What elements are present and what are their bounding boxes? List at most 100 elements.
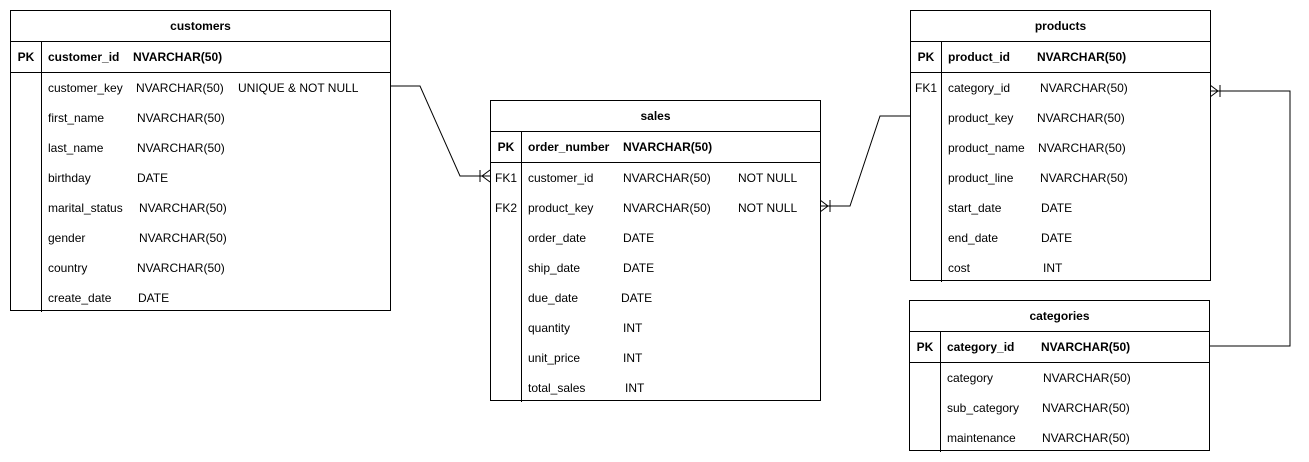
column-type: NVARCHAR(50): [137, 111, 225, 125]
column-type: DATE: [1041, 201, 1073, 215]
column-name: end_date: [948, 231, 999, 245]
table-sales[interactable]: sales PK order_number NVARCHAR(50) FK1 c…: [490, 100, 821, 403]
column-name: last_name: [48, 141, 104, 155]
column-name: product_name: [948, 141, 1025, 155]
pk-row[interactable]: PK product_id NVARCHAR(50): [911, 42, 1210, 73]
column-row[interactable]: product_name NVARCHAR(50): [911, 133, 1210, 163]
pk-label: PK: [917, 50, 935, 64]
column-type: DATE: [623, 231, 655, 245]
column-type: NVARCHAR(50): [1042, 401, 1130, 415]
column-row[interactable]: FK1 customer_id NVARCHAR(50) NOT NULL: [491, 163, 820, 193]
column-row[interactable]: customer_key NVARCHAR(50) UNIQUE & NOT N…: [11, 73, 390, 103]
fk-label: FK1: [914, 81, 937, 95]
column-type: DATE: [137, 171, 169, 185]
column-name: quantity: [528, 321, 571, 335]
rel-customers-sales: [390, 85, 490, 177]
table-categories[interactable]: categories PK category_id NVARCHAR(50) c…: [909, 300, 1210, 453]
column-row[interactable]: birthday DATE: [11, 163, 390, 193]
fk-label: FK2: [494, 201, 517, 215]
table-title: products: [911, 11, 1210, 42]
column-name: category_id: [947, 340, 1015, 354]
column-name: birthday: [48, 171, 91, 185]
column-type: NVARCHAR(50): [1040, 171, 1128, 185]
column-row[interactable]: end_date DATE: [911, 223, 1210, 253]
pk-label: PK: [17, 50, 35, 64]
column-name: create_date: [48, 291, 112, 305]
table-customers[interactable]: customers PK customer_id NVARCHAR(50) cu…: [10, 10, 391, 313]
column-type: NVARCHAR(50): [1041, 340, 1131, 354]
column-row[interactable]: order_date DATE: [491, 223, 820, 253]
column-type: NVARCHAR(50): [623, 140, 713, 154]
column-type: NVARCHAR(50): [1043, 371, 1131, 385]
column-name: category: [947, 371, 994, 385]
pk-label: PK: [497, 140, 515, 154]
column-name: customer_id: [528, 171, 594, 185]
column-name: first_name: [48, 111, 105, 125]
column-name: product_key: [948, 111, 1014, 125]
table-products[interactable]: products PK product_id NVARCHAR(50) FK1 …: [910, 10, 1211, 283]
column-row[interactable]: product_line NVARCHAR(50): [911, 163, 1210, 193]
column-type: NVARCHAR(50): [1037, 50, 1127, 64]
pk-row[interactable]: PK customer_id NVARCHAR(50): [11, 42, 390, 73]
column-type: INT: [623, 351, 643, 365]
column-row[interactable]: due_date DATE: [491, 283, 820, 313]
column-row[interactable]: gender NVARCHAR(50): [11, 223, 390, 253]
fk-label: FK1: [494, 171, 517, 185]
column-name: maintenance: [947, 431, 1016, 445]
column-row[interactable]: create_date DATE: [11, 283, 390, 313]
column-row[interactable]: marital_status NVARCHAR(50): [11, 193, 390, 223]
column-type: NVARCHAR(50): [139, 201, 227, 215]
column-type: NVARCHAR(50): [1038, 141, 1126, 155]
column-type: NVARCHAR(50): [136, 81, 224, 95]
pk-row[interactable]: PK order_number NVARCHAR(50): [491, 132, 820, 163]
column-name: cost: [948, 261, 971, 275]
column-type: NVARCHAR(50): [1042, 431, 1130, 445]
column-type: NVARCHAR(50): [137, 261, 225, 275]
column-row[interactable]: quantity INT: [491, 313, 820, 343]
column-name: sub_category: [947, 401, 1020, 415]
column-row[interactable]: category NVARCHAR(50): [910, 363, 1209, 393]
column-row[interactable]: country NVARCHAR(50): [11, 253, 390, 283]
column-name: country: [48, 261, 88, 275]
column-row[interactable]: total_sales INT: [491, 373, 820, 403]
column-constraint: UNIQUE & NOT NULL: [238, 81, 359, 95]
column-row[interactable]: FK1 category_id NVARCHAR(50): [911, 73, 1210, 103]
column-constraint: NOT NULL: [738, 201, 798, 215]
column-name: marital_status: [48, 201, 123, 215]
pk-label: PK: [916, 340, 934, 354]
column-name: customer_id: [48, 50, 120, 64]
column-row[interactable]: cost INT: [911, 253, 1210, 283]
column-name: order_date: [528, 231, 587, 245]
column-row[interactable]: ship_date DATE: [491, 253, 820, 283]
column-type: NVARCHAR(50): [133, 50, 223, 64]
column-type: DATE: [621, 291, 653, 305]
column-row[interactable]: first_name NVARCHAR(50): [11, 103, 390, 133]
column-type: NVARCHAR(50): [623, 171, 711, 185]
crowfoot-products-category-id: [1209, 84, 1221, 98]
column-type: DATE: [138, 291, 170, 305]
rel-categories-products: [1210, 90, 1291, 347]
table-title: categories: [910, 301, 1209, 332]
column-type: NVARCHAR(50): [623, 201, 711, 215]
column-row[interactable]: unit_price INT: [491, 343, 820, 373]
column-name: ship_date: [528, 261, 581, 275]
table-title: customers: [11, 11, 390, 42]
column-row[interactable]: sub_category NVARCHAR(50): [910, 393, 1209, 423]
column-type: NVARCHAR(50): [137, 141, 225, 155]
column-name: due_date: [528, 291, 579, 305]
column-type: NVARCHAR(50): [1040, 81, 1128, 95]
column-row[interactable]: maintenance NVARCHAR(50): [910, 423, 1209, 453]
column-name: product_line: [948, 171, 1014, 185]
column-constraint: NOT NULL: [738, 171, 798, 185]
column-type: INT: [623, 321, 643, 335]
column-row[interactable]: FK2 product_key NVARCHAR(50) NOT NULL: [491, 193, 820, 223]
column-row[interactable]: last_name NVARCHAR(50): [11, 133, 390, 163]
column-row[interactable]: start_date DATE: [911, 193, 1210, 223]
column-name: total_sales: [528, 381, 586, 395]
column-type: INT: [625, 381, 645, 395]
column-name: unit_price: [528, 351, 581, 365]
pk-row[interactable]: PK category_id NVARCHAR(50): [910, 332, 1209, 363]
column-row[interactable]: product_key NVARCHAR(50): [911, 103, 1210, 133]
column-type: DATE: [623, 261, 655, 275]
